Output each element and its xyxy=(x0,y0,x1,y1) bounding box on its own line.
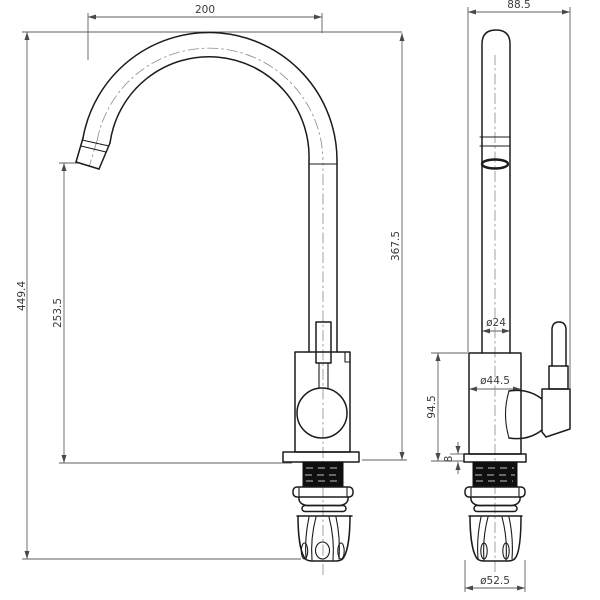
extension-lines xyxy=(22,7,571,592)
label-body-height: 94.5 xyxy=(426,395,438,418)
side-view xyxy=(463,29,571,572)
label-spout-reach: 200 xyxy=(195,4,215,16)
nut-slot-right-front xyxy=(337,542,345,560)
locking-cone-side xyxy=(470,496,521,507)
deck-plate-front xyxy=(282,451,360,463)
nut-slot-right-side xyxy=(502,542,510,560)
spout-tip-inner-edge xyxy=(98,142,111,170)
washer-flange-front xyxy=(292,486,354,498)
ring-band-front xyxy=(301,504,347,513)
spout-tip-outer-edge xyxy=(75,137,84,163)
label-overall-depth: 88.5 xyxy=(507,0,530,11)
nut-slot-left-front xyxy=(300,542,309,560)
dimension-lines xyxy=(24,9,570,591)
handle-boss-side xyxy=(508,389,543,440)
label-overall-height: 449.4 xyxy=(16,281,28,311)
spout-inner-arc xyxy=(109,56,310,161)
dimension-labels: 200 449.4 253.5 367.5 88.5 ø24 ø44.5 94.… xyxy=(16,0,531,587)
deck-plate-side xyxy=(463,453,527,463)
handle-lever-side xyxy=(551,321,567,367)
handle-collar-side xyxy=(548,365,569,390)
aerator-band-side xyxy=(479,136,511,147)
body-step-detail xyxy=(344,351,351,363)
boss-intersection-curve xyxy=(504,390,510,439)
nut-facet-lines-side xyxy=(477,516,513,561)
label-outlet-height: 253.5 xyxy=(52,298,64,328)
handle-lever-front xyxy=(315,321,332,364)
label-plate-thickness: 8 xyxy=(443,456,455,463)
handle-stem-front xyxy=(318,362,329,389)
aerator-joint-line-2 xyxy=(80,145,107,153)
spout-tube-side xyxy=(481,29,511,354)
ring-band-side xyxy=(473,504,518,513)
thread-streaks-side xyxy=(475,467,515,482)
front-tip-centerline xyxy=(88,140,98,168)
label-top-above-deck: 367.5 xyxy=(390,231,402,261)
flange-edge-ticks-front xyxy=(298,487,348,497)
nut-center-hole-front xyxy=(314,541,331,560)
front-view xyxy=(75,31,360,575)
body-front xyxy=(294,351,351,453)
spout-outlet-face xyxy=(75,161,100,170)
front-spout-centerline xyxy=(96,47,324,161)
valve-cartridge-circle xyxy=(296,387,348,439)
flange-edge-ticks-side xyxy=(470,487,520,497)
nut-facet-lines-front xyxy=(305,516,340,561)
label-base-diameter: ø52.5 xyxy=(480,575,510,587)
washer-flange-side xyxy=(464,486,526,498)
thread-streaks-front xyxy=(305,467,341,482)
locking-cone-front xyxy=(298,496,349,507)
nut-slot-left-side xyxy=(480,542,488,560)
handle-mount-side xyxy=(541,388,571,438)
outlet-ellipse-side xyxy=(480,158,510,170)
spout-outer-arc xyxy=(82,31,338,161)
mounting-nut-side xyxy=(469,515,522,562)
threaded-shank-side xyxy=(472,461,518,488)
aerator-joint-line-1 xyxy=(81,139,110,147)
label-tube-diameter: ø24 xyxy=(486,317,506,329)
